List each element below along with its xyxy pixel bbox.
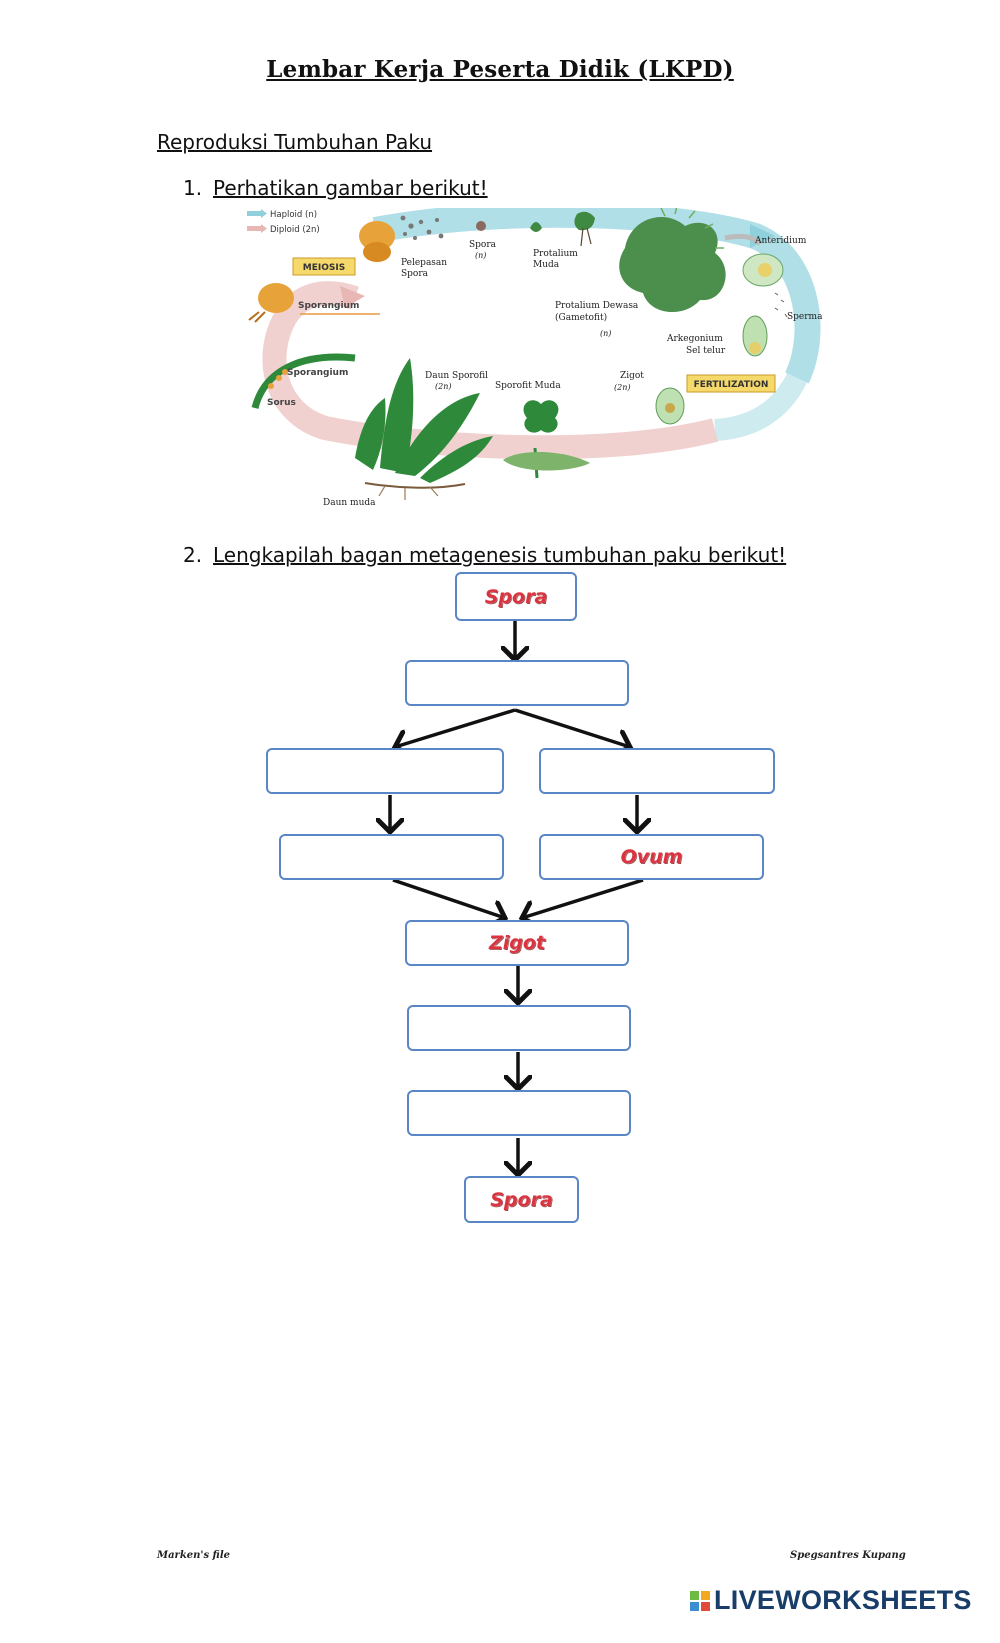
- label-fertilization: FERTILIZATION: [694, 380, 769, 390]
- label-protalium-muda-2: Muda: [533, 260, 560, 270]
- label-daun-sporofil-2n: (2n): [435, 382, 451, 391]
- liveworksheets-logo-icon: [690, 1590, 710, 1611]
- flow-box-4-left-input[interactable]: [279, 834, 504, 880]
- sperm-cells: [774, 292, 788, 318]
- question-2-number: 2.: [183, 543, 203, 567]
- legend-haploid: Haploid (n): [270, 210, 317, 220]
- fertilization-badge: [686, 374, 776, 393]
- label-meiosis: MEIOSIS: [303, 263, 345, 273]
- young-sporophyte: [523, 400, 559, 433]
- label-daun-muda: Daun muda: [323, 498, 376, 508]
- label-sorus: Sorus: [267, 398, 296, 408]
- label-anteridium: Anteridium: [754, 236, 807, 246]
- liveworksheets-wordmark: LIVEWORKSHEETS: [714, 1585, 972, 1615]
- label-zigot-2n: (2n): [614, 383, 630, 392]
- opened-sporangium: [359, 221, 395, 251]
- page-title: Lembar Kerja Peserta Didik (LKPD): [266, 56, 734, 83]
- spore: [476, 221, 486, 231]
- haploid-arc-right: [714, 372, 807, 441]
- young-prothallus: [530, 222, 542, 232]
- flow-box-ovum-text: Ovum: [620, 846, 683, 868]
- sporophyll-leaf: [251, 353, 356, 409]
- label-sperma: Sperma: [787, 312, 823, 322]
- label-sel-telur: Sel telur: [686, 346, 726, 356]
- flow-box-zigot-text: Zigot: [488, 932, 546, 954]
- diploid-arrow: [340, 286, 365, 308]
- sporangium-closed: [258, 283, 294, 313]
- flow-box-6-input[interactable]: [407, 1005, 631, 1051]
- label-protalium-dewasa-1: Protalium Dewasa: [555, 301, 639, 311]
- question-1-text: Perhatikan gambar berikut!: [213, 176, 488, 200]
- label-spora-n: (n): [475, 251, 486, 260]
- arrow-box2-to-left: [395, 708, 516, 747]
- label-pelepasan-spora: Spora: [401, 269, 429, 279]
- haploid-arc: [372, 208, 821, 384]
- flow-box-zigot: Zigot: [405, 920, 629, 966]
- label-sporangium-top: Sporangium: [298, 301, 359, 311]
- diploid-swatch: [247, 226, 261, 231]
- label-protalium-muda-1: Protalium: [533, 249, 578, 259]
- released-spores: [400, 215, 444, 240]
- flow-box-spora-top-text: Spora: [484, 585, 548, 608]
- label-zigot: Zigot: [620, 371, 644, 381]
- arrow-box2-to-right: [514, 708, 630, 747]
- label-protalium-dewasa-2: (Gametofit): [555, 312, 607, 323]
- flow-box-ovum: Ovum: [539, 834, 764, 880]
- question-1-number: 1.: [183, 176, 203, 200]
- arrow-left-to-zigot: [392, 878, 505, 918]
- mature-fern: [355, 358, 493, 483]
- fern-life-cycle-diagram: Haploid (n) Diploid (2n) MEIOSIS Pelepas…: [247, 208, 823, 508]
- flow-box-3-right-input[interactable]: [539, 748, 775, 794]
- label-sporangium-bottom: Sporangium: [287, 368, 348, 378]
- diploid-arc: [262, 281, 718, 460]
- section-heading: Reproduksi Tumbuhan Paku: [157, 130, 433, 154]
- flow-box-spora-top: Spora: [455, 572, 577, 621]
- arrow-ovum-to-zigot: [522, 878, 644, 918]
- label-sporofit-muda: Sporofit Muda: [495, 381, 561, 391]
- meiosis-badge: [292, 257, 356, 276]
- label-protalium-dewasa-n: (n): [600, 329, 611, 338]
- flow-box-spora-bottom: Spora: [464, 1176, 579, 1223]
- footer-left-note: Marken's file: [157, 1550, 230, 1561]
- label-spora: Spora: [469, 240, 497, 250]
- haploid-swatch: [247, 211, 261, 216]
- question-2-text: Lengkapilah bagan metagenesis tumbuhan p…: [213, 543, 787, 567]
- flow-box-spora-bottom-text: Spora: [490, 1188, 553, 1211]
- liveworksheets-brand: LIVEWORKSHEETS: [690, 1585, 972, 1616]
- label-arkegonium: Arkegonium: [666, 334, 723, 344]
- archegonium: [742, 315, 768, 357]
- question-2: 2. Lengkapilah bagan metagenesis tumbuhan…: [183, 543, 786, 567]
- label-pelepasan: Pelepasan: [401, 258, 447, 268]
- question-1: 1. Perhatikan gambar berikut!: [183, 176, 488, 200]
- label-daun-sporofil: Daun Sporofil: [425, 371, 488, 381]
- footer-right-note: Spegsantres Kupang: [790, 1550, 906, 1561]
- flow-box-3-left-input[interactable]: [266, 748, 504, 794]
- flow-box-7-input[interactable]: [407, 1090, 631, 1136]
- legend-diploid: Diploid (2n): [270, 225, 320, 235]
- flow-box-2-input[interactable]: [405, 660, 629, 706]
- mature-prothallus: [619, 217, 726, 313]
